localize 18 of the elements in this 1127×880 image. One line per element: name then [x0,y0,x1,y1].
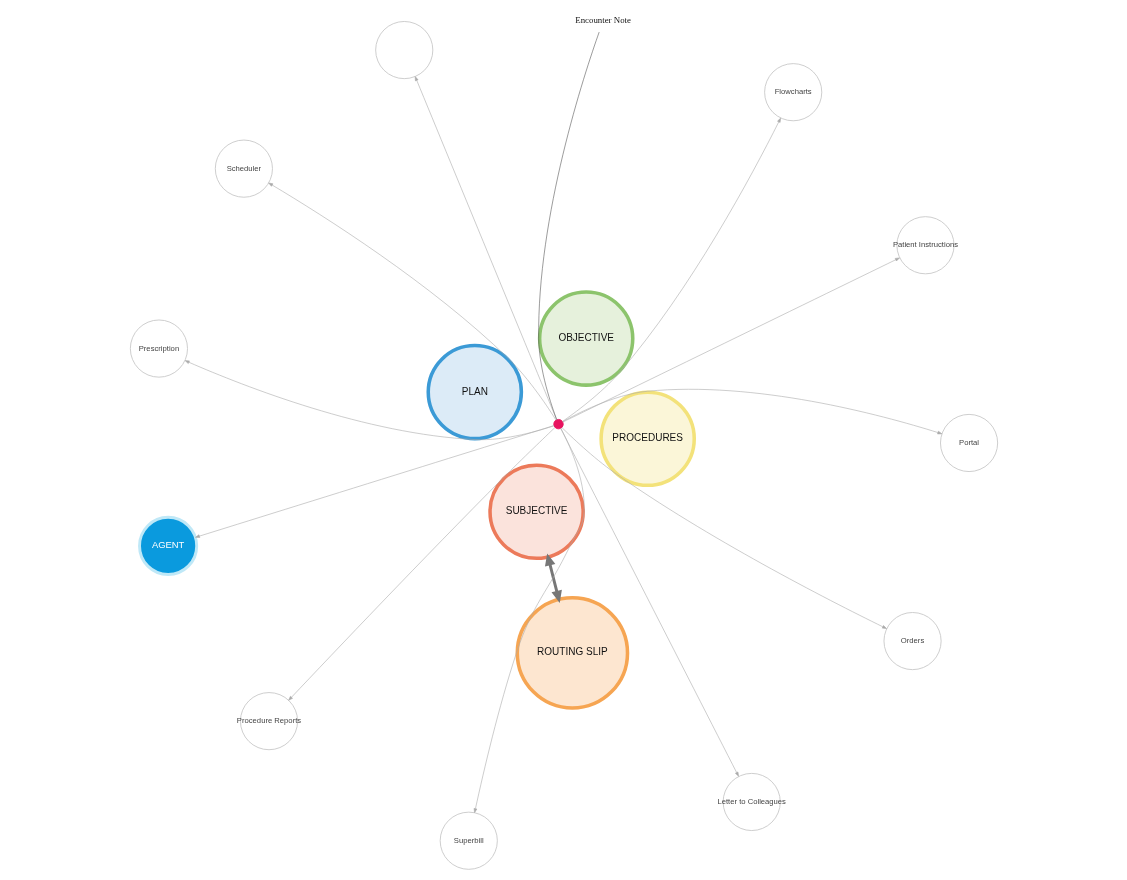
arrow [561,117,781,422]
arrow [473,428,584,814]
node-text: Encounter Note [574,15,631,26]
arrow [562,257,900,423]
arrow [184,360,554,440]
node-circle: OBJECTIVE [537,290,635,387]
connector [537,31,599,420]
node-circle: ROUTING SLIP [515,596,629,710]
node-circle: PLAN [426,343,523,441]
arrow [287,427,555,701]
arrow [544,553,562,603]
node-circle [552,419,564,430]
arrow [561,427,887,629]
node-circle: SUBJECTIVE [487,463,585,561]
arrow [267,182,556,421]
arrow [559,428,739,777]
arrow [194,425,554,538]
node-circle: PROCEDURES [598,390,696,488]
